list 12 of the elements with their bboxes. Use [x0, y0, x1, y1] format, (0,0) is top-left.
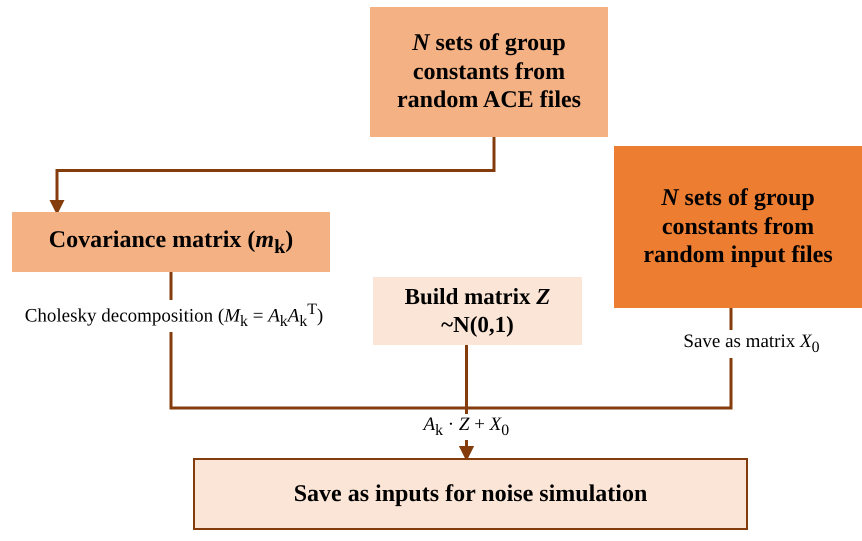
connector-arrow [50, 137, 496, 215]
process-box [12, 212, 330, 272]
process-box [373, 277, 582, 345]
process-box [614, 146, 862, 308]
node-text: N sets of group constants from random ACE files [396, 28, 582, 116]
node-text: Save as inputs for noise simulation [294, 480, 648, 508]
connector-arrow [459, 308, 732, 461]
node-text: Build matrix Z ~N(0,1) [404, 283, 552, 339]
process-box [193, 458, 748, 530]
process-box [370, 7, 608, 137]
node-text: N sets of group constants from random input files [642, 184, 834, 270]
node-text: Covariance matrix (m$_{k}$) [48, 226, 294, 258]
